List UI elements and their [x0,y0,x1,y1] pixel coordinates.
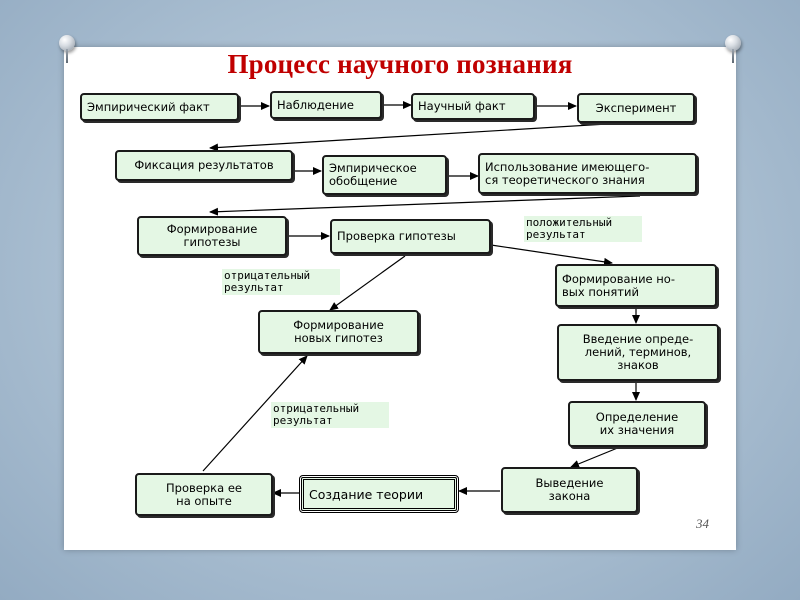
node-hypothesis-check: Проверка гипотезы [330,219,491,254]
slide-title: Процесс научного познания [227,49,573,79]
arrow-check-to-newhypotheses [329,255,406,311]
node-experience-check: Проверка ее на опыте [135,473,273,516]
node-new-hypotheses: Формирование новых гипотез [258,310,419,354]
pushpin-icon-left [58,35,76,65]
node-new-concepts: Формирование но- вых понятий [555,264,717,307]
node-law: Выведение закона [501,467,638,513]
node-meanings: Определение их значения [568,401,706,447]
pushpin-icon-right [724,35,742,65]
arrow-experiment-to-fixation [209,121,641,152]
node-hypothesis-formation: Формирование гипотезы [137,216,287,256]
arrow-meanings-to-law [570,446,621,468]
node-observation: Наблюдение [270,91,382,119]
node-definitions: Введение опреде- лений, терминов, знаков [557,324,719,381]
label-negative-result-2: отрицательный результат [271,402,389,428]
node-scientific-fact: Научный факт [411,93,535,120]
node-empirical-fact: Эмпирический факт [80,93,239,121]
arrow-theoryuse-to-hypothesis [209,195,641,216]
node-experiment: Эксперимент [577,93,695,123]
node-theory-creation: Создание теории [299,475,459,513]
node-empirical-generalization: Эмпирическое обобщение [322,155,447,195]
page-number: 34 [696,516,709,531]
label-positive-result: положительный результат [524,216,642,242]
arrow-experience-to-newhypotheses [202,355,308,472]
node-theory-use: Использование имеющего- ся теоретическог… [478,153,697,194]
label-negative-result-1: отрицательный результат [222,269,340,295]
node-fixation: Фиксация результатов [115,150,293,181]
arrow-check-to-newconcepts [490,244,613,266]
